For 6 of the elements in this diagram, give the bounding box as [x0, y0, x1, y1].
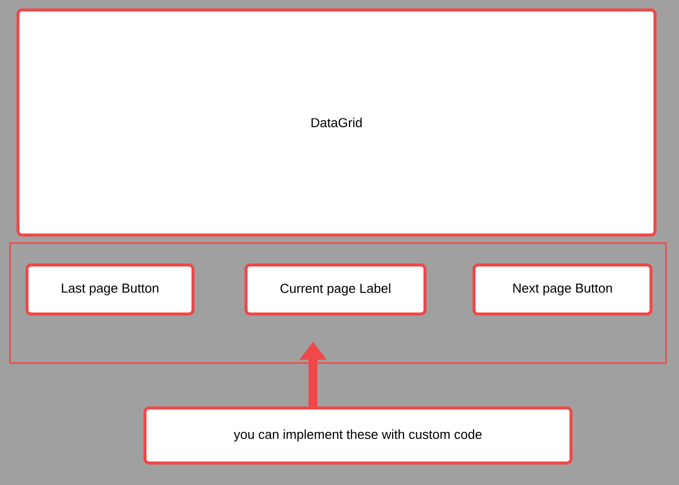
label-box: Current page Label	[244, 264, 426, 316]
datagrid-box: DataGrid	[16, 8, 656, 236]
button-box: Last page Button	[26, 264, 194, 316]
pager-panel	[9, 242, 667, 364]
note-box: you can implement these with custom code	[144, 406, 572, 464]
button-box: Next page Button	[472, 264, 652, 316]
